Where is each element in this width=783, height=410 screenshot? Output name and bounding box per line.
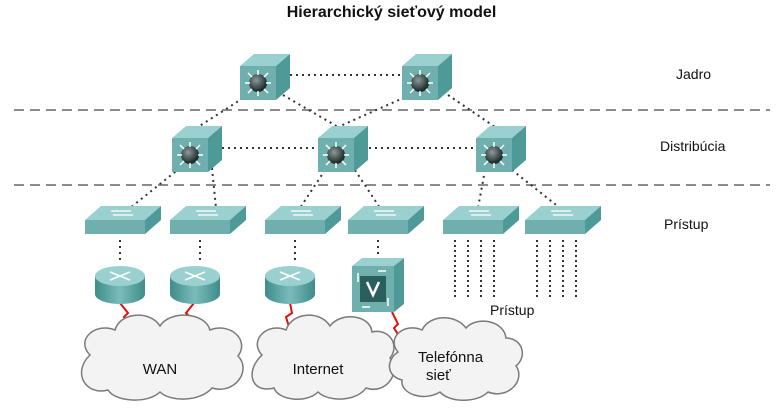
access-ports-label: Prístup <box>490 302 535 318</box>
access-port-lines <box>454 240 577 300</box>
page-title: Hierarchický sieťový model <box>286 4 497 21</box>
cloud-wan: WAN <box>80 314 244 401</box>
distribution-switch-middle <box>318 126 368 172</box>
router-icon <box>95 266 145 304</box>
access-switch-5 <box>443 206 519 234</box>
layer-label-core: Jadro <box>676 66 712 82</box>
cloud-label-wan: WAN <box>143 361 177 378</box>
cloud-telephone: Telefónna sieť <box>388 317 524 401</box>
router-icon <box>170 266 220 304</box>
core-switch-right <box>402 54 452 100</box>
access-switch-6 <box>525 206 601 234</box>
cloud-label-internet: Internet <box>293 361 345 378</box>
router-icon <box>265 266 315 304</box>
cloud-label-telephone-line2: sieť <box>426 367 451 384</box>
access-switch-2 <box>170 206 246 234</box>
cloud-label-telephone-line1: Telefónna <box>418 349 484 366</box>
access-switch-3 <box>265 206 341 234</box>
distribution-switch-right <box>476 126 526 172</box>
voice-gateway-icon <box>352 258 404 312</box>
distribution-switch-left <box>172 126 222 172</box>
layer-label-distribution: Distribúcia <box>660 138 726 154</box>
cloud-internet: Internet <box>251 314 395 400</box>
layer-label-access: Prístup <box>664 216 709 232</box>
access-switch-4 <box>348 206 424 234</box>
dotted-links <box>119 74 561 262</box>
access-switch-1 <box>85 206 161 234</box>
core-switch-left <box>240 54 290 100</box>
